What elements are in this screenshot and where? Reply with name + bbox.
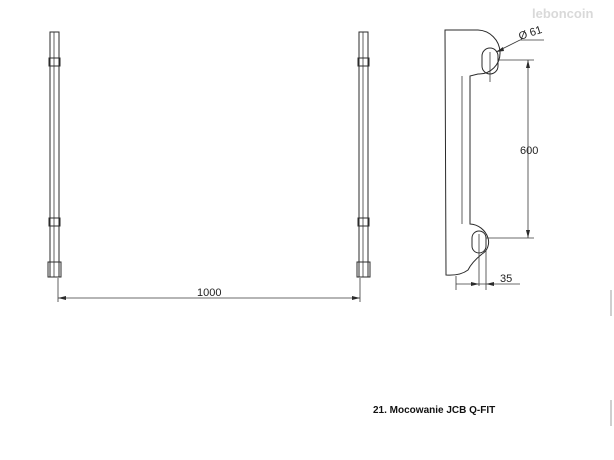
width-dimension: 1000: [57, 278, 361, 302]
drawing-caption: 21. Mocowanie JCB Q-FIT: [373, 405, 495, 416]
top-slot: [481, 47, 499, 75]
hole-spacing-dimension: 600: [486, 59, 538, 239]
bottom-slot: [471, 230, 487, 254]
right-plate-front-view: [356, 31, 371, 278]
hole-spacing-dimension-label: 600: [520, 145, 538, 157]
left-plate-front-view: [47, 31, 62, 278]
side-view-profile: [444, 29, 501, 286]
watermark: leboncoin: [532, 6, 593, 21]
width-dimension-label: 1000: [197, 287, 221, 299]
offset-dimension-label: 35: [500, 273, 512, 285]
diameter-dimension: Ø 61: [495, 24, 544, 53]
offset-dimension: 35: [455, 250, 520, 290]
